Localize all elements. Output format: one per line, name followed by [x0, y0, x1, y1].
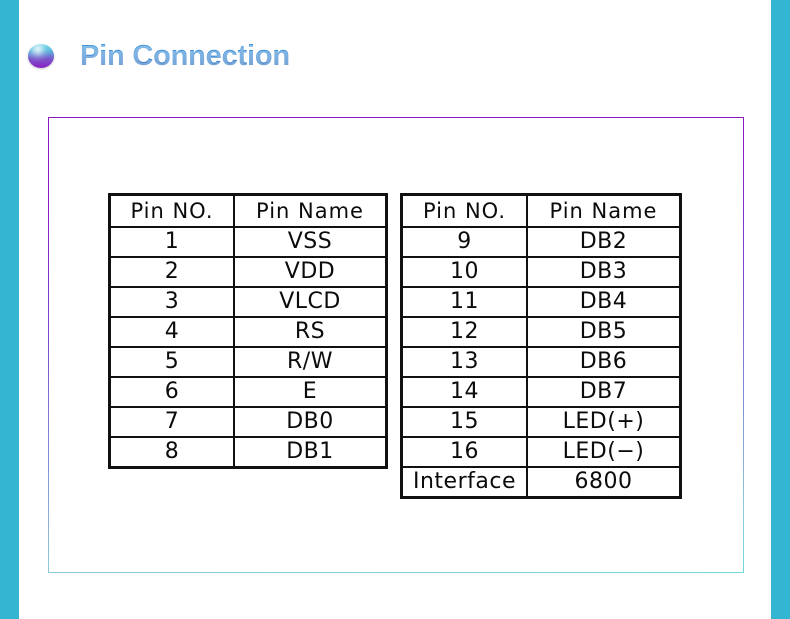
cell-pin-no: 16 [401, 436, 528, 468]
table-row: Interface 6800 [401, 466, 681, 498]
column-header-pin-name: Pin Name [233, 194, 387, 228]
cell-pin-no: 6 [109, 376, 235, 408]
right-accent-bar [771, 0, 790, 619]
column-header-pin-no: Pin NO. [109, 194, 235, 228]
cell-pin-name: 6800 [526, 466, 681, 498]
cell-pin-name: DB3 [526, 256, 681, 288]
cell-pin-no: 11 [401, 286, 528, 318]
table-row: 3 VLCD [109, 286, 387, 318]
cell-pin-name: DB0 [233, 406, 387, 438]
cell-pin-no: 9 [401, 226, 528, 258]
table-row: 6 E [109, 376, 387, 408]
table-header-row: Pin NO. Pin Name [109, 194, 387, 228]
cell-pin-no: 4 [109, 316, 235, 348]
cell-pin-no: Interface [401, 466, 528, 498]
table-row: 11 DB4 [401, 286, 681, 318]
sphere-bullet-icon [28, 44, 54, 68]
cell-pin-name: DB2 [526, 226, 681, 258]
cell-pin-no: 13 [401, 346, 528, 378]
cell-pin-no: 5 [109, 346, 235, 378]
table-header-row: Pin NO. Pin Name [401, 194, 681, 228]
cell-pin-name: DB6 [526, 346, 681, 378]
cell-pin-name: DB4 [526, 286, 681, 318]
table-row: 9 DB2 [401, 226, 681, 258]
cell-pin-no: 3 [109, 286, 235, 318]
cell-pin-name: DB7 [526, 376, 681, 408]
table-row: 14 DB7 [401, 376, 681, 408]
cell-pin-no: 14 [401, 376, 528, 408]
cell-pin-no: 1 [109, 226, 235, 258]
table-row: 8 DB1 [109, 436, 387, 468]
cell-pin-no: 2 [109, 256, 235, 288]
table-row: 16 LED(−) [401, 436, 681, 468]
table-row: 2 VDD [109, 256, 387, 288]
cell-pin-no: 8 [109, 436, 235, 468]
column-header-pin-no: Pin NO. [401, 194, 528, 228]
left-accent-bar [0, 0, 19, 619]
cell-pin-no: 15 [401, 406, 528, 438]
pin-table-left: Pin NO. Pin Name 1 VSS 2 VDD 3 [108, 193, 388, 469]
cell-pin-name: VDD [233, 256, 387, 288]
table-row: 4 RS [109, 316, 387, 348]
content-frame-inner: Pin NO. Pin Name 1 VSS 2 VDD 3 [49, 118, 743, 572]
table-row: 13 DB6 [401, 346, 681, 378]
cell-pin-no: 7 [109, 406, 235, 438]
table-row: 12 DB5 [401, 316, 681, 348]
pin-tables-container: Pin NO. Pin Name 1 VSS 2 VDD 3 [49, 118, 743, 572]
pin-table-right: Pin NO. Pin Name 9 DB2 10 DB3 11 [400, 193, 682, 499]
page-title: Pin Connection [80, 39, 290, 72]
slide-title-row: Pin Connection [28, 34, 290, 78]
content-frame: Pin NO. Pin Name 1 VSS 2 VDD 3 [48, 117, 744, 573]
cell-pin-name: DB1 [233, 436, 387, 468]
table-row: 1 VSS [109, 226, 387, 258]
cell-pin-name: E [233, 376, 387, 408]
cell-pin-name: DB5 [526, 316, 681, 348]
table-row: 15 LED(+) [401, 406, 681, 438]
table-row: 5 R/W [109, 346, 387, 378]
cell-pin-no: 12 [401, 316, 528, 348]
cell-pin-name: LED(−) [526, 436, 681, 468]
column-header-pin-name: Pin Name [526, 194, 681, 228]
cell-pin-name: VSS [233, 226, 387, 258]
cell-pin-name: R/W [233, 346, 387, 378]
cell-pin-name: VLCD [233, 286, 387, 318]
table-row: 10 DB3 [401, 256, 681, 288]
cell-pin-no: 10 [401, 256, 528, 288]
table-row: 7 DB0 [109, 406, 387, 438]
cell-pin-name: RS [233, 316, 387, 348]
cell-pin-name: LED(+) [526, 406, 681, 438]
